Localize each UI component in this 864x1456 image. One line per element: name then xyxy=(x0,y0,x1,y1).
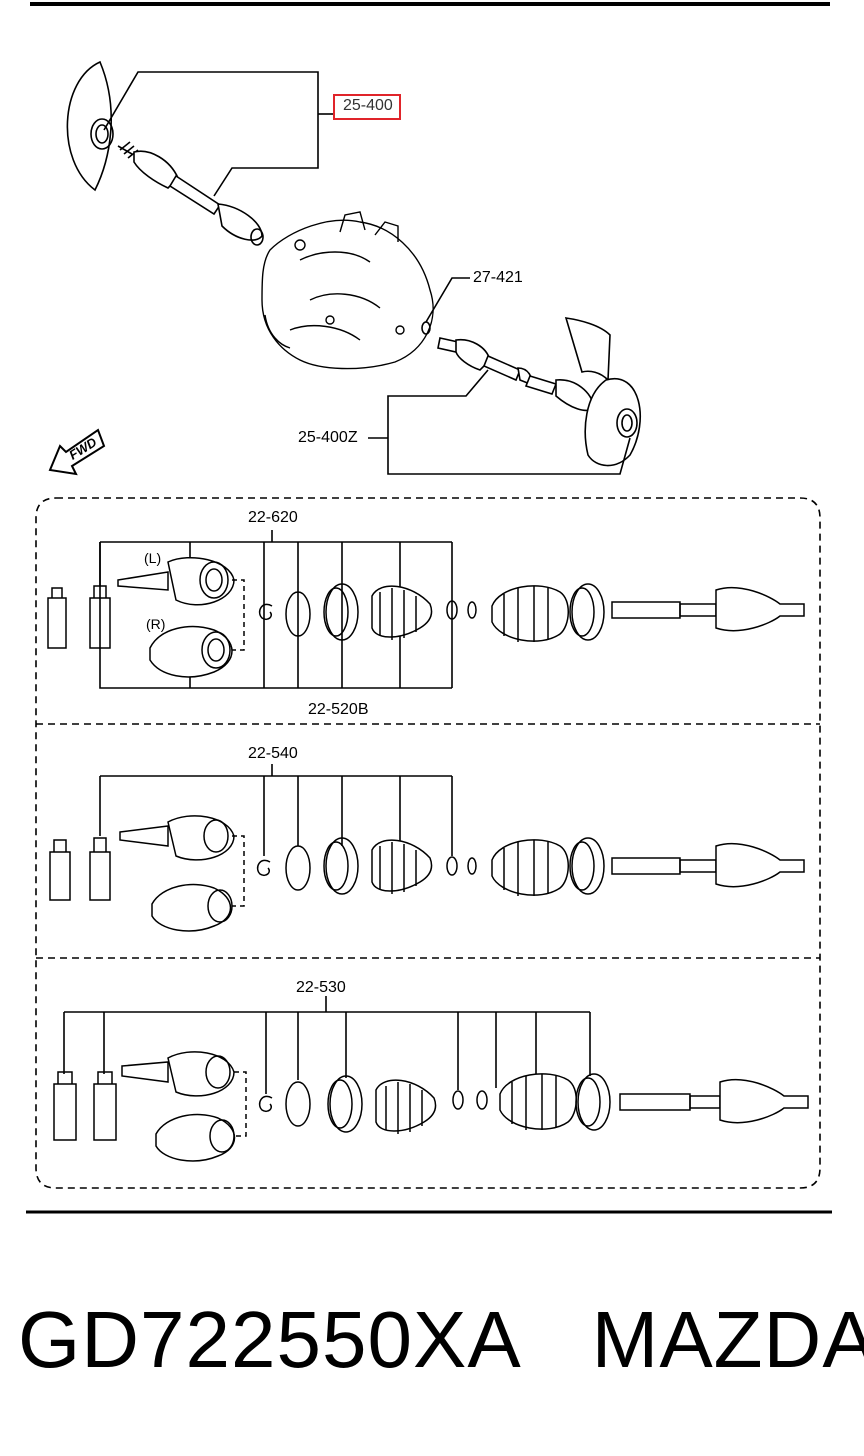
fwd-arrow-icon xyxy=(48,428,106,476)
label-right-side: (R) xyxy=(146,616,166,632)
label-left-side: (L) xyxy=(144,550,162,566)
leader-27-421 xyxy=(425,277,470,323)
label-22-530: 22-530 xyxy=(296,979,346,996)
left-drive-shaft xyxy=(117,141,264,246)
brand-name: MAZDA xyxy=(591,1295,864,1384)
leader-25-400 xyxy=(103,71,334,197)
wheel-hub-right xyxy=(564,317,642,467)
label-27-421: 27-421 xyxy=(473,269,523,286)
right-drive-shaft xyxy=(437,337,615,413)
kit-frame xyxy=(35,497,821,1189)
part-number: GD722550XA xyxy=(18,1295,522,1384)
label-22-540: 22-540 xyxy=(248,745,298,762)
bracket-22-540 xyxy=(99,764,453,856)
highlighted-part-label[interactable]: 25-400 xyxy=(333,94,401,120)
label-25-400z: 25-400Z xyxy=(298,429,358,446)
panel3-parts xyxy=(53,1051,809,1162)
panel1-parts xyxy=(47,556,805,678)
bracket-22-530 xyxy=(63,996,591,1094)
wheel-hub-left xyxy=(66,60,114,192)
label-22-520b: 22-520B xyxy=(308,701,369,718)
label-22-620: 22-620 xyxy=(248,509,298,526)
leader-25-400z xyxy=(368,369,631,475)
transaxle xyxy=(261,211,434,370)
panel2-parts xyxy=(49,815,805,932)
